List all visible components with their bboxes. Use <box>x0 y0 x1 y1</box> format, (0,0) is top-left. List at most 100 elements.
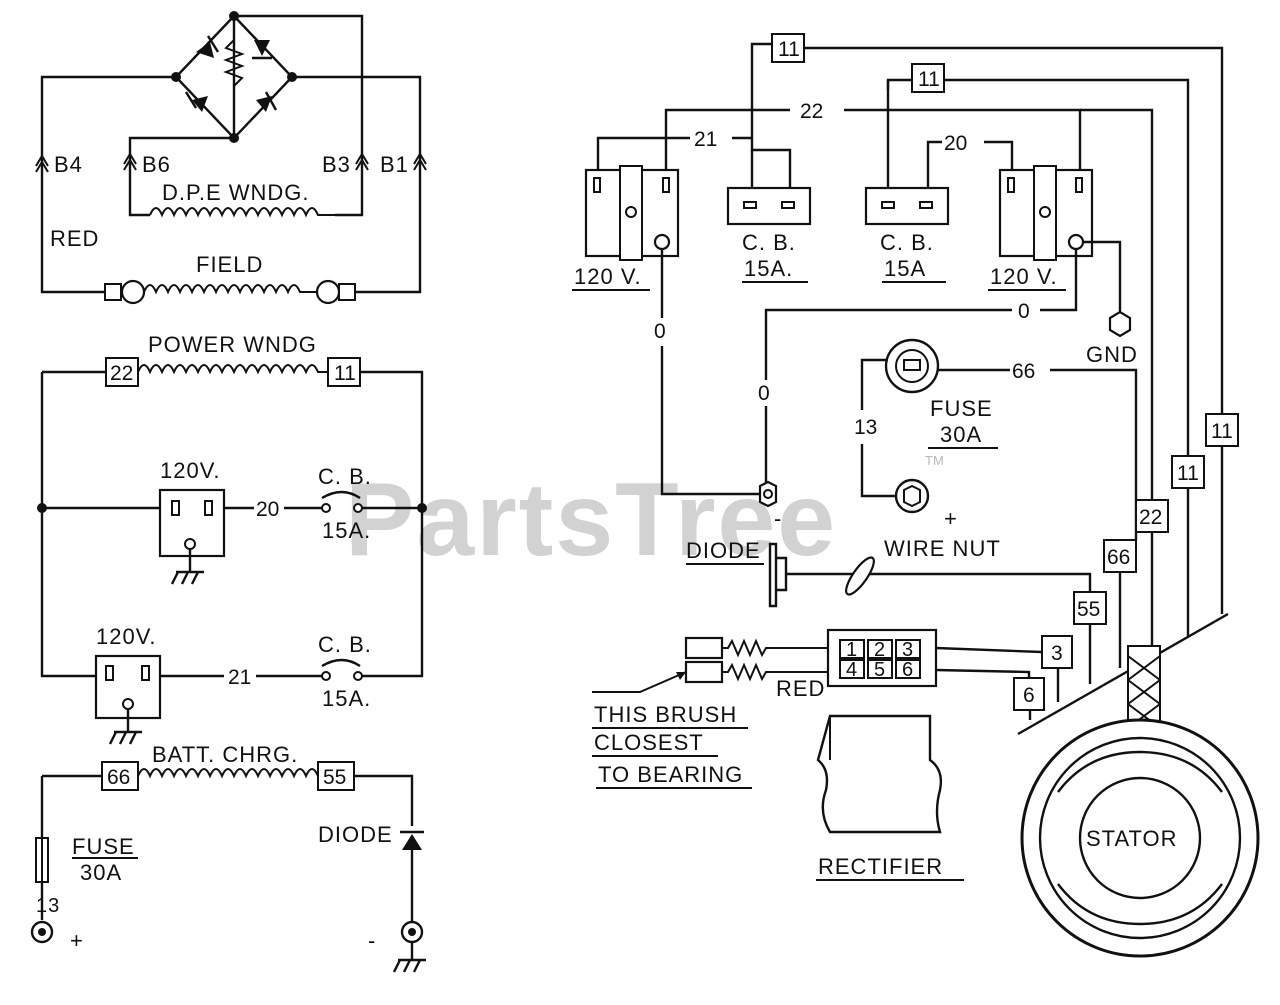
field-brush-right <box>315 279 341 305</box>
connector-b3-arrow <box>355 152 369 171</box>
rectifier-body <box>816 714 943 834</box>
tag-11-bundle-b-label: 11 <box>1177 462 1199 485</box>
receptacle-slot <box>171 500 180 516</box>
positive-stud <box>894 478 930 514</box>
left-battery-schematic: 66 55 BATT. CHRG. FUSE 30A 13 + DIODE - <box>30 742 426 973</box>
label-cb-b: C. B. <box>880 230 934 255</box>
label-b3: B3 <box>322 152 351 177</box>
batt-charge-coil <box>137 768 319 779</box>
tag-66-label: 66 <box>107 766 130 789</box>
label-cb-2-rating: 15A. <box>322 686 371 711</box>
label-cb-b-rating: 15A <box>884 256 926 281</box>
label-wire-13: 13 <box>854 416 877 439</box>
label-wire-22: 22 <box>800 100 823 123</box>
diode-symbol-3 <box>184 91 208 112</box>
watermark: PartsTree <box>345 462 837 578</box>
wire-11-a-drop <box>750 50 792 198</box>
label-fuse: FUSE <box>72 834 135 859</box>
callout-arrowhead <box>676 672 686 680</box>
label-wire-0-a: 0 <box>654 320 666 343</box>
receptacle-slot <box>593 177 601 193</box>
label-power-winding: POWER WNDG <box>148 332 317 357</box>
receptacle-slot <box>141 665 150 681</box>
terminal-5 <box>867 659 893 679</box>
label-red: RED <box>776 676 825 701</box>
terminal-4-label: 4 <box>846 659 858 681</box>
breaker-b <box>864 186 950 226</box>
receptacle-ground-terminal <box>1067 233 1085 251</box>
terminal-6-label: 6 <box>902 659 914 681</box>
receptacle-screw <box>625 206 637 218</box>
tag-11-top-b <box>911 63 945 93</box>
connector-b6-arrow <box>123 152 137 171</box>
label-negative: - <box>774 506 782 531</box>
resistor-symbol <box>223 39 245 87</box>
receptacle-slot <box>204 500 213 516</box>
left-power-schematic: 22 11 POWER WNDG 20 120V. C. B. 15A. 21 <box>37 332 427 745</box>
wire-block-to-tags <box>935 646 1043 678</box>
tag-66-bundle-label: 66 <box>1107 546 1130 569</box>
terminal-positive-dot <box>38 928 46 936</box>
field-connector-left <box>104 283 122 301</box>
label-brush-2: CLOSEST <box>594 730 704 755</box>
breaker-arc <box>321 658 361 668</box>
label-wire-21: 21 <box>228 666 251 689</box>
receptacle-120v-1 <box>158 488 226 558</box>
wire-13 <box>860 358 900 498</box>
terminal-6 <box>895 659 921 679</box>
breaker-arc <box>321 490 361 500</box>
tag-66-bundle <box>1103 539 1137 573</box>
breaker-slot <box>743 201 757 209</box>
breaker-contact <box>321 671 331 681</box>
terminal-4 <box>839 659 865 679</box>
breaker-slot <box>881 201 895 209</box>
batt-wire <box>42 774 414 826</box>
label-b1: B1 <box>380 152 409 177</box>
label-stator: STATOR <box>1086 826 1178 851</box>
power-loop-wire <box>40 370 424 678</box>
label-wire-20: 20 <box>256 498 279 521</box>
label-cb-1-rating: 15A. <box>322 518 371 543</box>
breaker-slot <box>781 201 795 209</box>
terminal-negative-dot <box>408 928 416 936</box>
field-coil <box>143 284 318 295</box>
wire-55 <box>786 572 1092 596</box>
terminal-3 <box>895 639 921 659</box>
stator-core <box>1078 776 1202 900</box>
ground-nut <box>1108 310 1132 338</box>
label-cb-a-rating: 15A. <box>744 256 793 281</box>
fuse-holder-slot <box>903 359 921 371</box>
diode-symbol-2 <box>252 40 272 60</box>
fuse-holder-cap <box>895 349 929 383</box>
label-brush-3: TO BEARING <box>598 762 743 787</box>
label-dpe-winding: D.P.E WNDG. <box>162 180 310 205</box>
wire-11-a <box>804 46 1224 420</box>
tag-66 <box>101 761 139 791</box>
tag-11-label: 11 <box>334 362 356 385</box>
stator-slot-top <box>1057 750 1223 793</box>
junction-dot <box>37 503 47 513</box>
brush-bottom <box>684 660 724 684</box>
rectifier-edge <box>829 716 931 760</box>
tag-11-top-b-label: 11 <box>918 68 940 91</box>
ground-symbol <box>392 942 426 973</box>
wire-22-down <box>1078 108 1154 500</box>
left-top-schematic: B4 B6 B3 B1 D.P.E WNDG. RED FIELD <box>35 11 427 305</box>
ground-symbol <box>170 549 204 585</box>
tag-22 <box>105 357 139 387</box>
wire-nut <box>845 556 875 596</box>
wire-b1 <box>292 75 422 294</box>
brush-spring-top <box>722 638 838 658</box>
label-b6: B6 <box>142 152 171 177</box>
breaker-contact <box>321 503 331 513</box>
terminal-5-label: 5 <box>874 659 886 681</box>
tag-22-bundle <box>1135 499 1169 533</box>
label-wire-21: 21 <box>694 128 717 151</box>
label-wire-0-c: 0 <box>758 382 770 405</box>
diode-symbol-4 <box>256 91 278 112</box>
label-positive: + <box>944 506 958 531</box>
connector-b4-arrow <box>35 154 49 173</box>
label-120v-1: 120V. <box>160 458 220 483</box>
label-brush-1: THIS BRUSH <box>594 702 737 727</box>
